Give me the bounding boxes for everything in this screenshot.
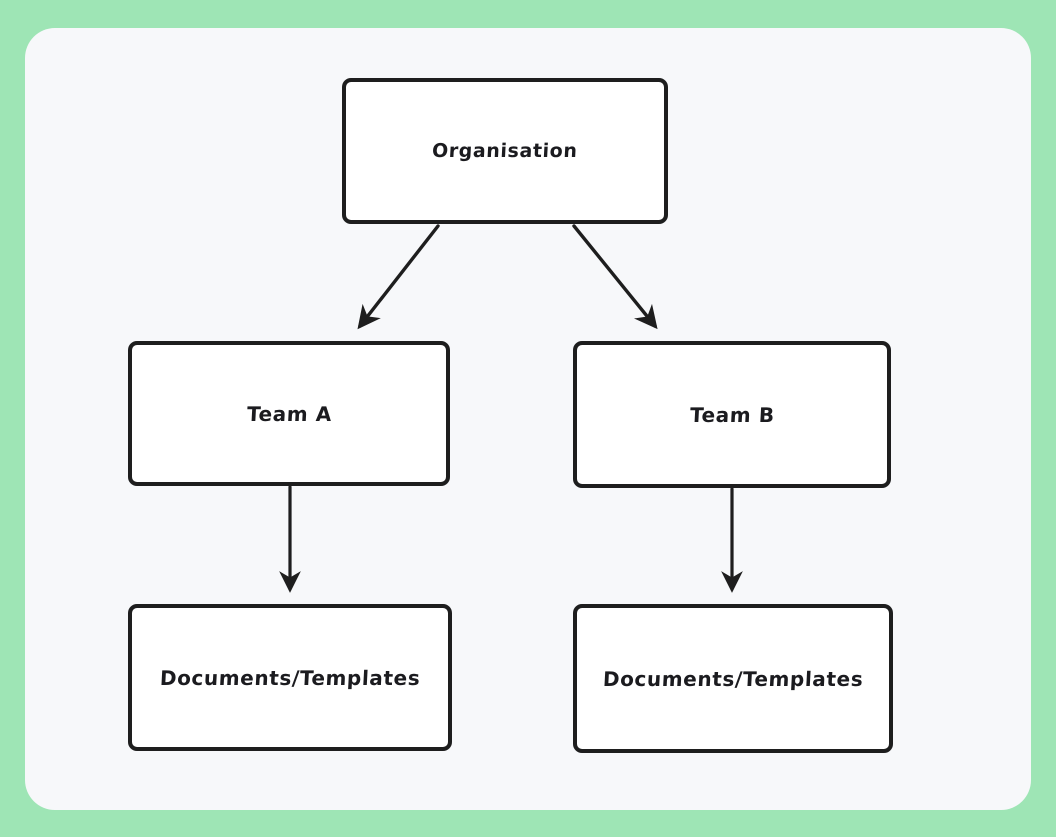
node-organisation[interactable]: Organisation bbox=[342, 78, 668, 224]
node-documents-templates-b[interactable]: Documents/Templates bbox=[573, 604, 893, 753]
node-team-b-label: Team B bbox=[689, 402, 775, 427]
node-documents-templates-a[interactable]: Documents/Templates bbox=[128, 604, 452, 751]
node-documents-templates-b-label: Documents/Templates bbox=[602, 666, 864, 691]
node-team-a-label: Team A bbox=[245, 401, 333, 426]
node-documents-templates-a-label: Documents/Templates bbox=[159, 665, 421, 690]
node-team-b[interactable]: Team B bbox=[573, 341, 891, 488]
node-team-a[interactable]: Team A bbox=[128, 341, 450, 486]
node-organisation-label: Organisation bbox=[431, 139, 579, 162]
